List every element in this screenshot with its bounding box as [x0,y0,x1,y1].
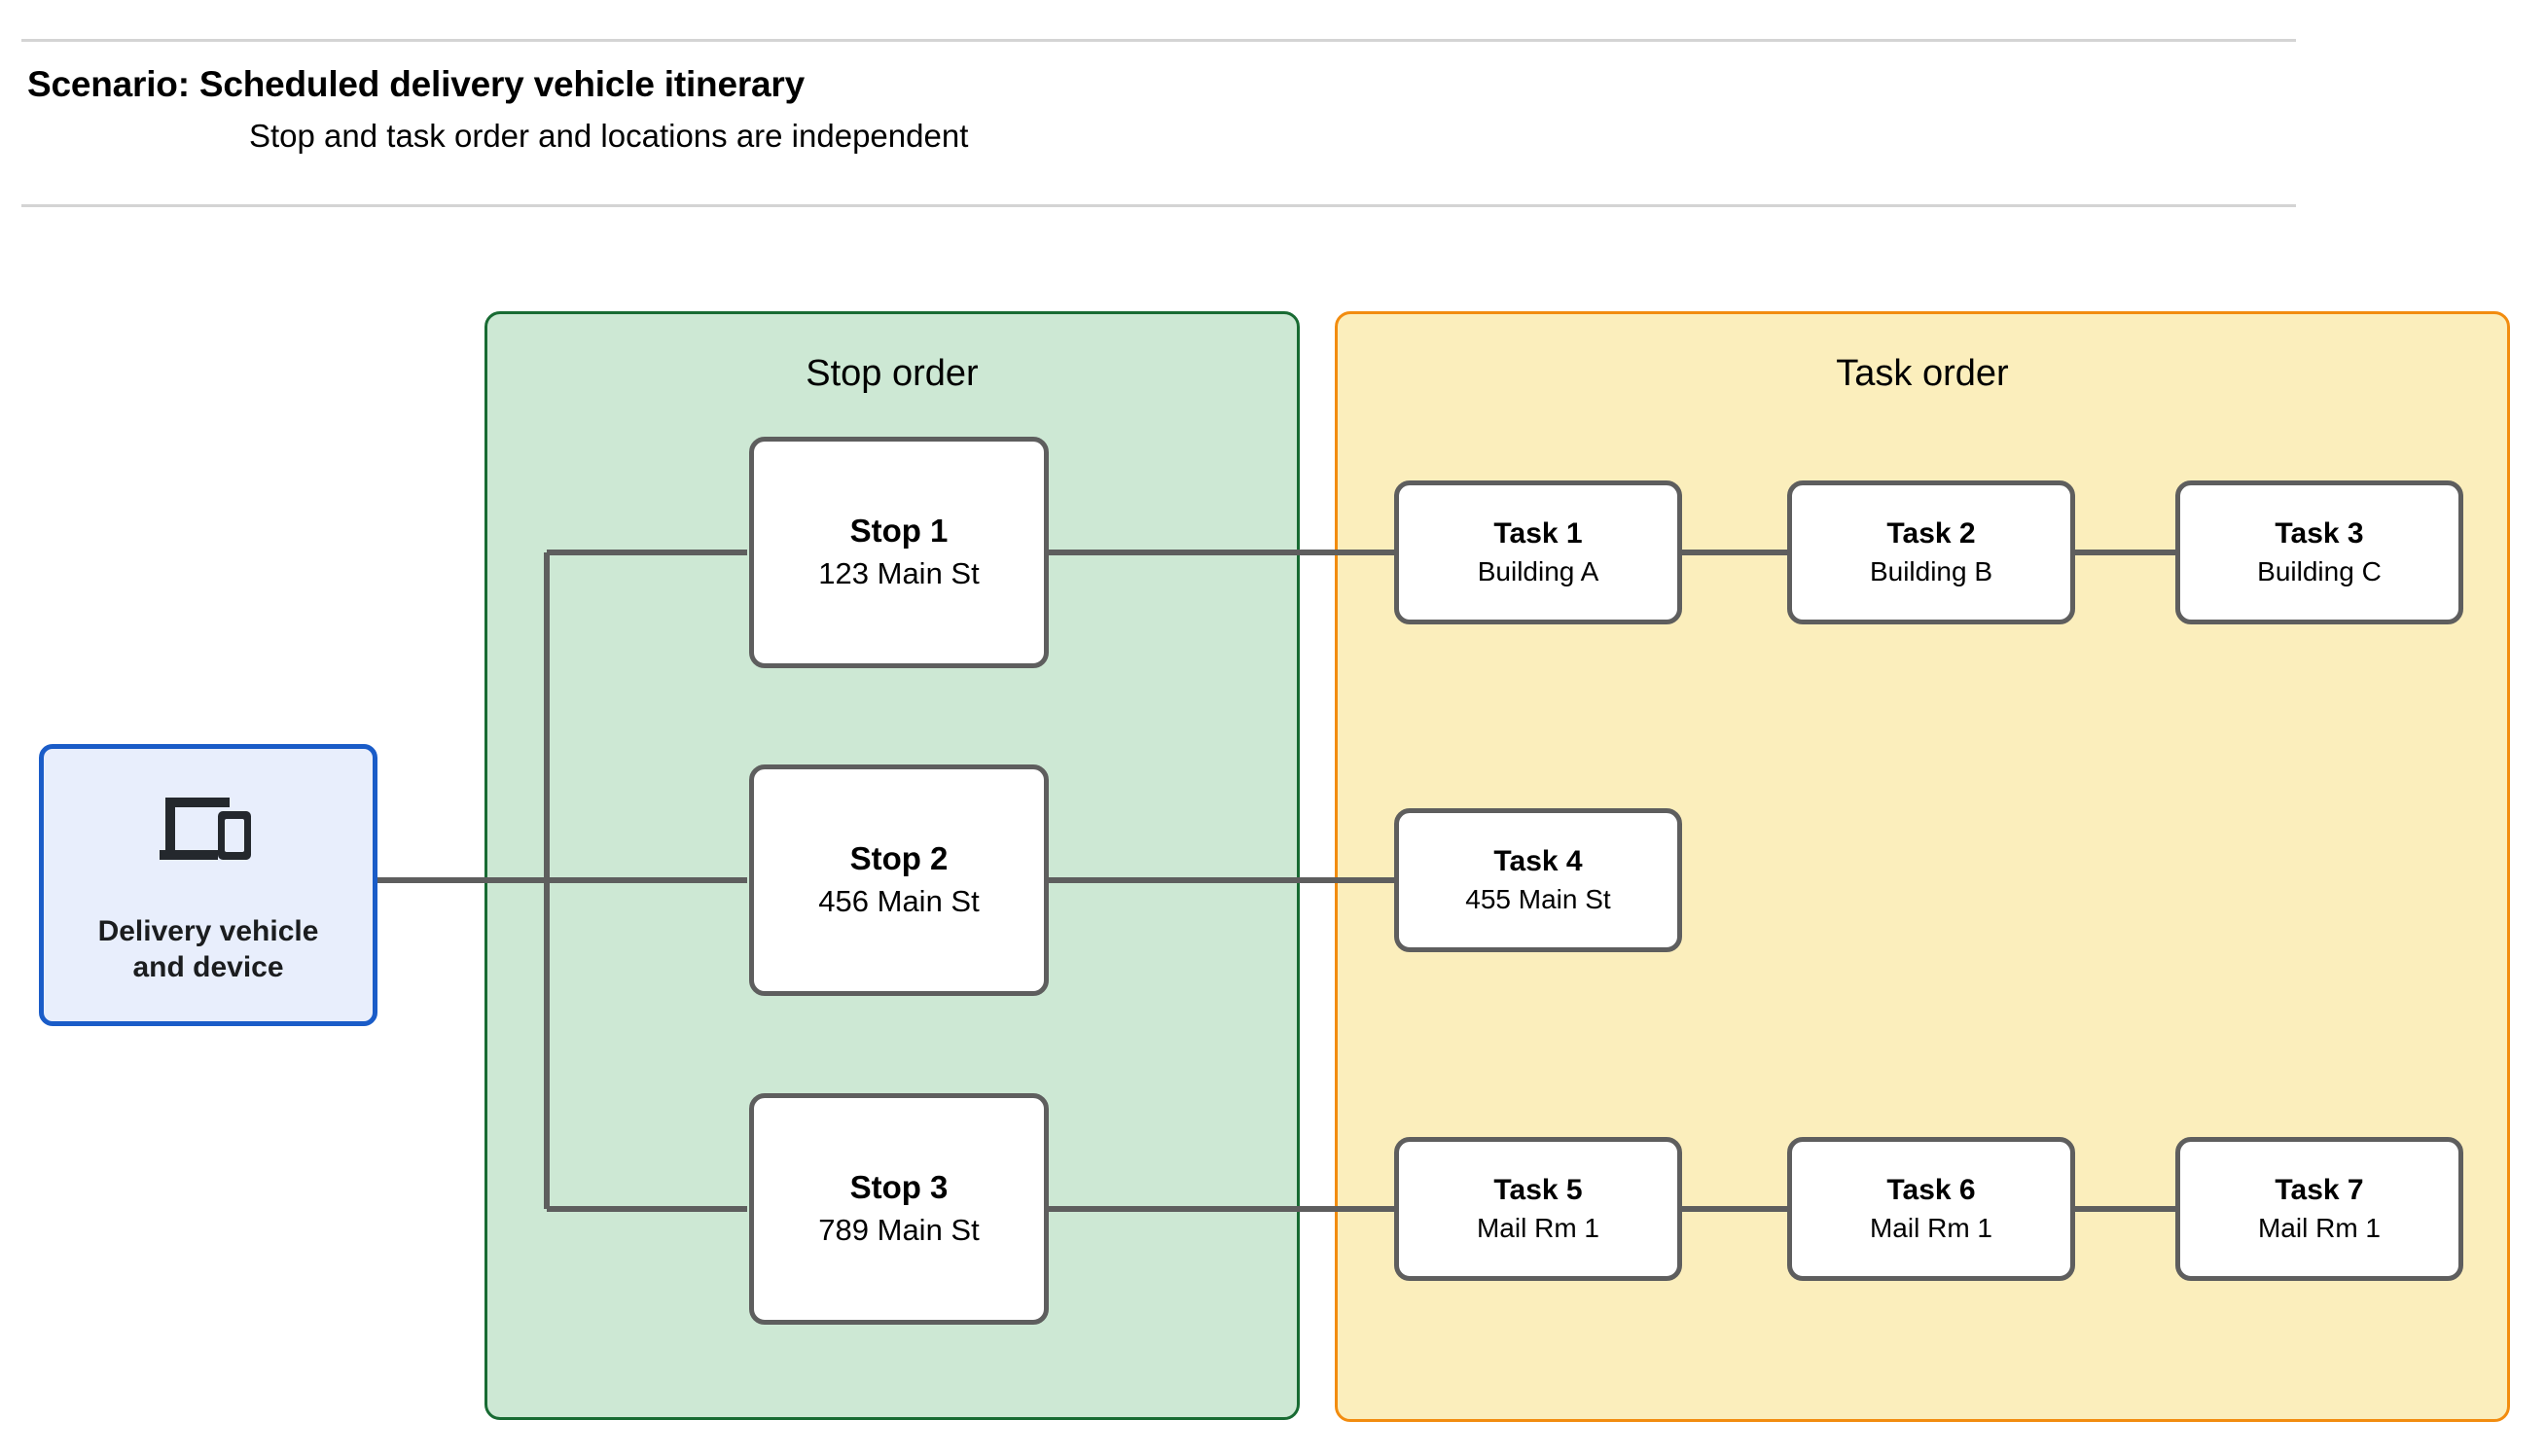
node-task-2[interactable]: Task 2 Building B [1787,480,2075,624]
node-delivery-vehicle-label: Delivery vehicle and device [97,915,319,983]
node-delivery-vehicle[interactable]: Delivery vehicle and device [39,744,377,1026]
node-task-2-location: Building B [1869,555,1993,586]
node-stop-2[interactable]: Stop 2 456 Main St [749,764,1049,996]
devices-icon [160,798,251,860]
node-task-5[interactable]: Task 5 Mail Rm 1 [1394,1137,1682,1281]
node-task-7-title: Task 7 [2275,1173,2364,1206]
node-task-1-title: Task 1 [1493,516,1583,550]
page-title: Scenario: Scheduled delivery vehicle iti… [27,64,805,104]
group-stop-order-title: Stop order [806,353,979,394]
node-task-2-title: Task 2 [1886,516,1976,550]
node-stop-3-address: 789 Main St [818,1212,980,1247]
node-task-5-title: Task 5 [1493,1173,1583,1206]
node-stop-1[interactable]: Stop 1 123 Main St [749,437,1049,668]
node-task-7[interactable]: Task 7 Mail Rm 1 [2175,1137,2463,1281]
node-stop-1-address: 123 Main St [818,555,980,590]
node-stop-1-title: Stop 1 [849,513,949,550]
node-task-4-title: Task 4 [1493,844,1583,877]
node-task-6-title: Task 6 [1886,1173,1976,1206]
node-stop-2-title: Stop 2 [849,840,949,877]
node-task-6-location: Mail Rm 1 [1869,1212,1992,1243]
group-task-order-title: Task order [1836,353,2009,394]
node-task-5-location: Mail Rm 1 [1476,1212,1599,1243]
node-task-1-location: Building A [1477,555,1599,586]
node-task-4[interactable]: Task 4 455 Main St [1394,808,1682,952]
node-stop-3[interactable]: Stop 3 789 Main St [749,1093,1049,1325]
node-stop-2-address: 456 Main St [818,883,980,918]
node-task-3-location: Building C [2257,555,2382,586]
node-task-3-title: Task 3 [2275,516,2364,550]
page-subtitle: Stop and task order and locations are in… [249,118,969,154]
node-task-6[interactable]: Task 6 Mail Rm 1 [1787,1137,2075,1281]
node-task-3[interactable]: Task 3 Building C [2175,480,2463,624]
node-task-4-location: 455 Main St [1465,883,1611,914]
node-task-7-location: Mail Rm 1 [2257,1212,2381,1243]
node-task-1[interactable]: Task 1 Building A [1394,480,1682,624]
node-stop-3-title: Stop 3 [849,1169,949,1206]
header-divider-bottom [21,204,2296,207]
header-divider-top [21,39,2296,42]
